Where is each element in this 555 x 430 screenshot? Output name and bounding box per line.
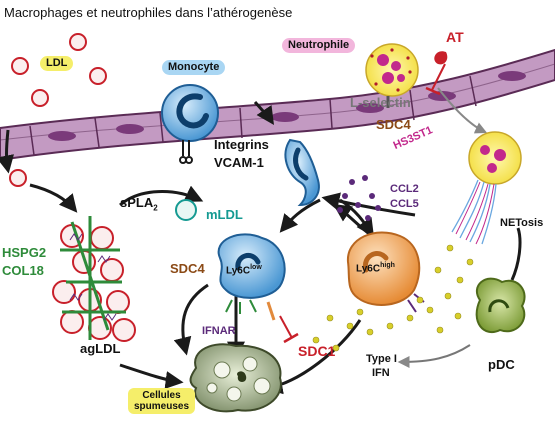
sdc1-inhibitor	[279, 315, 293, 339]
endothelium	[0, 48, 555, 162]
pdc-label: pDC	[488, 357, 515, 372]
mldl-label: mLDL	[206, 207, 243, 222]
foam-cell-line2: spumeuses	[134, 401, 190, 412]
hspg2-label: HSPG2	[2, 245, 47, 260]
foam-cell-label: Cellules spumeuses	[128, 388, 196, 414]
netosis-cell	[451, 131, 522, 245]
foam-cell	[189, 343, 282, 413]
sdc4-top-label: SDC4	[376, 117, 411, 132]
transmigrating-monocyte	[284, 138, 320, 207]
l-selectin-label: L-selectin	[350, 95, 411, 110]
spla2-label: sPLA2	[120, 196, 158, 213]
spla2-subscript: 2	[153, 203, 158, 213]
neutrophile-label: Neutrophile	[282, 38, 356, 53]
pdc-cell	[475, 277, 526, 333]
type1-ifn-arrow	[397, 344, 471, 368]
netosis-label: NETosis	[500, 217, 544, 229]
ldl-particles	[9, 33, 107, 187]
ly6c-high-text: Ly6C	[356, 263, 381, 275]
ly6c-low-cell	[217, 233, 286, 321]
integrins-label: Integrins	[214, 137, 269, 152]
monocyte-label: Monocyte	[162, 60, 226, 75]
ly6c-low-text: Ly6C	[226, 265, 251, 277]
ly6c-high-sup: high	[380, 262, 395, 269]
ccl5-label: CCL5	[390, 198, 419, 210]
hspg-matrix	[52, 216, 136, 342]
ifnar-label: IFNAR	[202, 325, 236, 337]
ly6c-high-cell	[346, 231, 425, 313]
ldl-label: LDL	[40, 56, 74, 71]
at-inhibitor	[425, 51, 448, 96]
chemokine-dots	[337, 175, 381, 221]
ly6c-low-label: Ly6Clow	[226, 264, 262, 276]
foam-cell-line1: Cellules	[142, 390, 181, 401]
sdc1-label: SDC1	[298, 343, 336, 359]
ifn-dots	[312, 244, 474, 352]
vcam1-label: VCAM-1	[214, 155, 264, 170]
neutrophil-cell	[365, 43, 419, 108]
agldl-label: agLDL	[80, 341, 121, 356]
spla2-text: sPLA	[120, 195, 154, 210]
at-label: AT	[446, 29, 464, 45]
ly6c-high-label: Ly6Chigh	[356, 262, 395, 274]
type1-ifn-line1: Type I	[366, 353, 397, 365]
type1-ifn-line2: IFN	[372, 367, 390, 379]
col18-label: COL18	[2, 263, 44, 278]
neutrophil-transit-arrow	[437, 87, 488, 134]
diagram-title: Macrophages et neutrophiles dans l’athér…	[4, 5, 293, 20]
sdc4-mid-label: SDC4	[170, 261, 205, 276]
ccl2-label: CCL2	[390, 183, 419, 195]
monocyte-cell	[161, 84, 219, 164]
ly6c-low-sup: low	[250, 264, 262, 271]
